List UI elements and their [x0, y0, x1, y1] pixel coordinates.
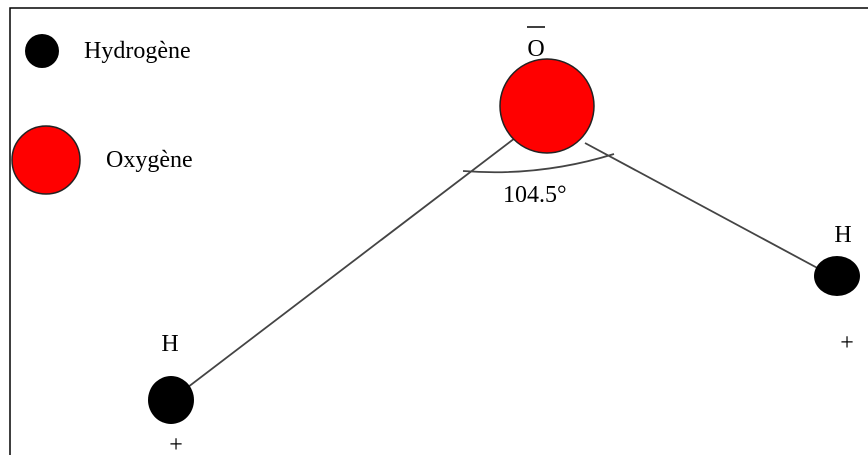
oxygen-atom: [499, 58, 595, 154]
diagram-frame: [9, 7, 868, 455]
hydrogen-right-atom: [814, 256, 860, 296]
hydrogen-right-charge: +: [840, 330, 854, 356]
bond-right: [584, 142, 837, 279]
legend-oxygen-icon: [11, 125, 81, 195]
bond-angle-label: 104.5°: [503, 182, 567, 208]
oxygen-symbol: O: [527, 36, 544, 62]
legend: Hydrogène Oxygène: [11, 34, 193, 195]
bond-angle-arc: [462, 153, 615, 174]
legend-hydrogen-icon: [25, 34, 59, 68]
legend-hydrogen-label: Hydrogène: [84, 38, 191, 64]
hydrogen-left-atom: [148, 376, 194, 424]
hydrogen-left-symbol: H: [161, 331, 178, 357]
bond-left: [170, 137, 516, 401]
hydrogen-left-charge: +: [169, 432, 183, 455]
legend-oxygen-label: Oxygène: [106, 147, 193, 173]
hydrogen-right-symbol: H: [834, 222, 851, 248]
